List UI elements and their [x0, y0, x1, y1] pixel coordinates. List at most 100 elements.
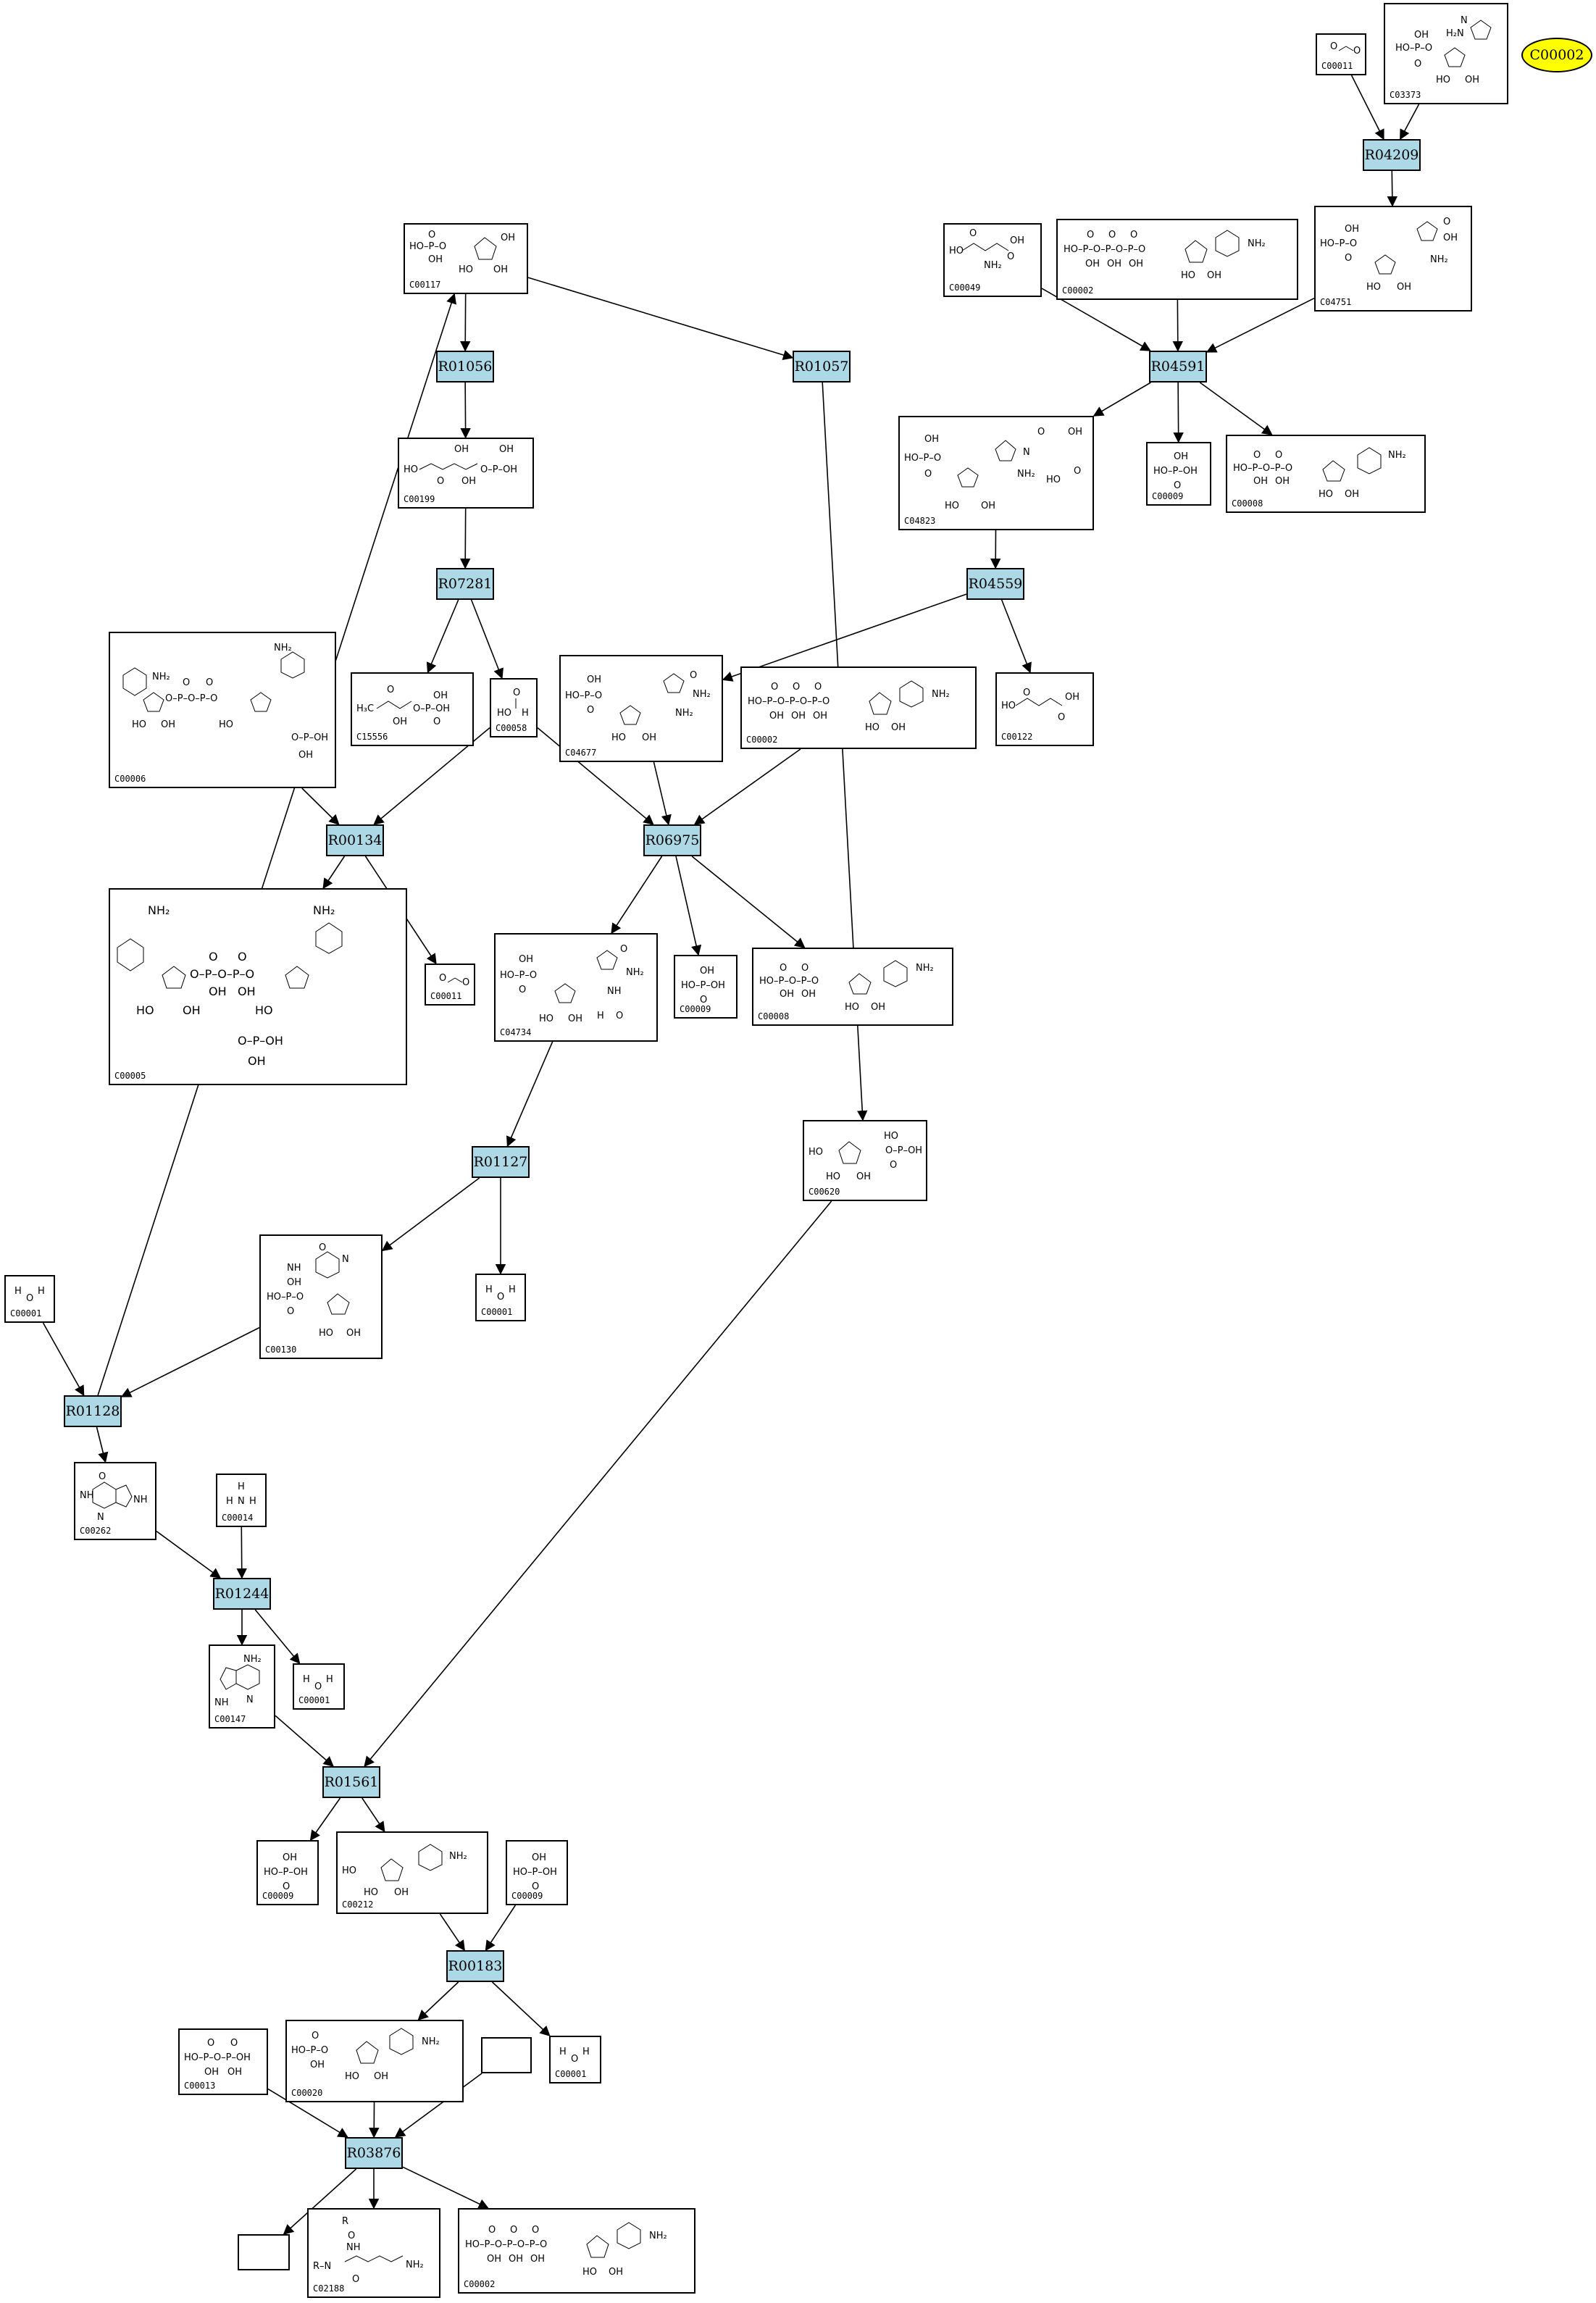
edge-arrow	[1400, 104, 1420, 141]
reaction-node[interactable]: R04559	[966, 568, 1024, 600]
query-node[interactable]: C00002	[1521, 38, 1592, 72]
svg-text:HO: HO	[255, 1003, 273, 1017]
svg-text:OH: OH	[248, 1054, 266, 1068]
compound-id: C00013	[184, 2081, 216, 2091]
svg-text:OH: OH	[532, 1852, 546, 1863]
reaction-node[interactable]: R00134	[326, 824, 384, 856]
svg-text:HO–P–O–P–O: HO–P–O–P–O	[759, 976, 819, 987]
svg-text:OH: OH	[493, 264, 508, 275]
compound-placeholder[interactable]	[238, 2234, 290, 2270]
compound-placeholder[interactable]	[481, 2037, 532, 2073]
reaction-node[interactable]: R01244	[213, 1578, 271, 1610]
svg-text:O: O	[206, 677, 213, 688]
edge-arrow	[506, 1041, 553, 1148]
svg-text:NH: NH	[346, 2242, 361, 2253]
svg-text:R–N: R–N	[313, 2261, 331, 2272]
edge-arrow	[1173, 382, 1184, 443]
compound-id: C04677	[565, 748, 597, 758]
svg-text:O: O	[1330, 41, 1337, 52]
svg-text:OH: OH	[1414, 30, 1429, 41]
edge-arrow	[485, 1905, 517, 1952]
svg-text:HO: HO	[364, 1887, 378, 1898]
compound-id: C00001	[10, 1308, 42, 1318]
svg-text:OH: OH	[813, 711, 827, 722]
svg-text:H: H	[509, 1284, 516, 1295]
reaction-node[interactable]: R04591	[1149, 351, 1207, 383]
svg-text:N: N	[1461, 15, 1468, 26]
edge-arrow	[1206, 297, 1315, 353]
reaction-node[interactable]: R01127	[472, 1146, 530, 1178]
svg-text:OH: OH	[801, 989, 816, 1000]
svg-text:HO: HO	[1181, 270, 1195, 281]
reaction-node[interactable]: R01057	[793, 351, 851, 383]
svg-text:O: O	[209, 950, 218, 964]
reaction-node[interactable]: R01056	[436, 351, 494, 383]
reaction-node[interactable]: R04209	[1363, 139, 1421, 171]
reaction-node[interactable]: R06975	[643, 824, 701, 856]
svg-text:R: R	[342, 2216, 348, 2227]
svg-text:OH: OH	[1107, 259, 1121, 269]
reaction-node[interactable]: R07281	[436, 568, 494, 600]
edge-arrow	[381, 1177, 480, 1252]
reaction-node[interactable]: R03876	[345, 2137, 403, 2169]
svg-text:HO: HO	[1046, 475, 1061, 485]
reaction-node[interactable]: R01561	[322, 1766, 380, 1798]
svg-text:HO: HO	[319, 1328, 333, 1339]
svg-text:NH₂: NH₂	[1388, 450, 1406, 461]
svg-text:O: O	[439, 973, 446, 984]
reaction-node[interactable]: R01128	[64, 1395, 122, 1427]
svg-text:HO: HO	[404, 464, 418, 475]
edge-arrow	[364, 1200, 832, 1768]
svg-text:HO: HO	[945, 501, 959, 511]
svg-text:NH: NH	[214, 1697, 229, 1708]
reaction-node[interactable]: R00183	[446, 1950, 504, 1982]
svg-text:O: O	[488, 2225, 496, 2236]
svg-text:O: O	[1058, 712, 1065, 723]
svg-text:NH₂: NH₂	[626, 967, 644, 978]
svg-text:OH: OH	[1345, 489, 1359, 500]
edge-arrow	[301, 787, 340, 826]
